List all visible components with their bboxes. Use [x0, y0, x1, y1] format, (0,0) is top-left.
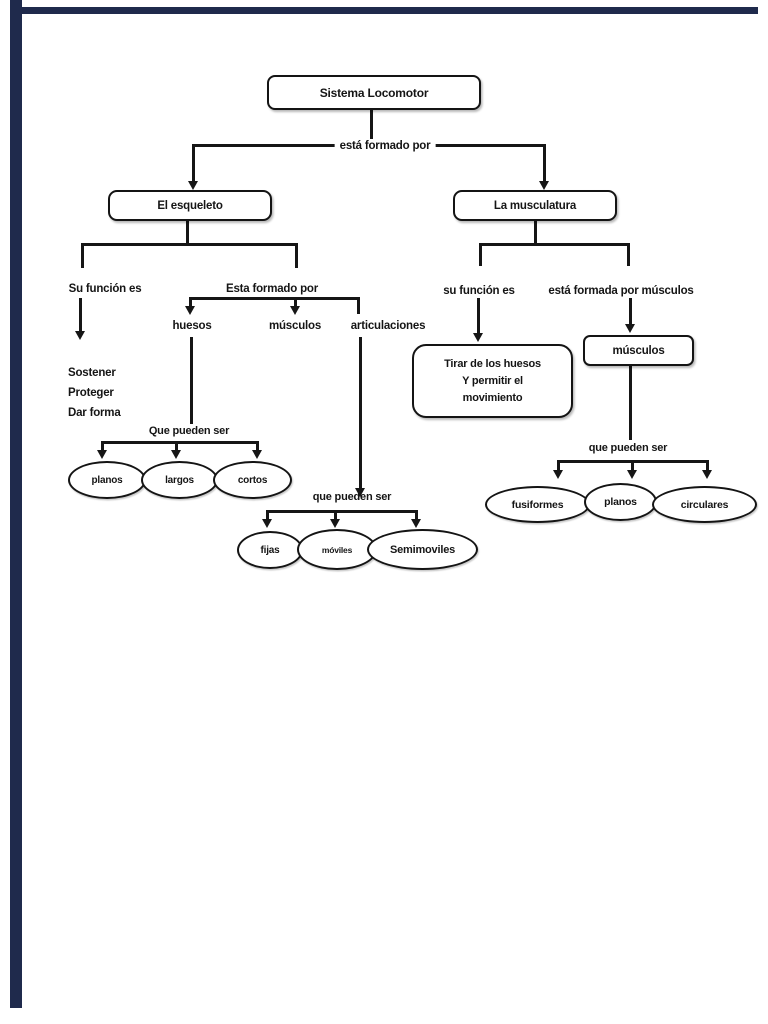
ellipse-bone-type-planos: planos [68, 461, 146, 499]
ellipse-joint-type-fijas: fijas [237, 531, 303, 569]
function-line: Y permitir el [462, 374, 523, 387]
arrow-down-icon [252, 450, 262, 459]
connector-line [359, 337, 362, 488]
connector-line [370, 105, 373, 145]
connector-line [629, 298, 632, 325]
connector-line [334, 510, 337, 520]
label-esta-formado-por: Esta formado por [225, 283, 319, 295]
ellipse-joint-type-moviles: móviles [297, 529, 377, 570]
arrow-down-icon [553, 470, 563, 479]
connector-line [266, 510, 418, 513]
connector-line [294, 297, 297, 307]
connector-line [629, 363, 632, 440]
arrow-down-icon [539, 181, 549, 190]
arrow-down-icon [290, 306, 300, 315]
label-function-proteger: Proteger [68, 387, 114, 399]
connector-line [627, 243, 630, 266]
label-su-funcion-es-right: su función es [443, 285, 515, 297]
connector-line [543, 144, 546, 182]
label-function-dar-forma: Dar forma [68, 407, 121, 419]
connector-line [190, 337, 193, 426]
connector-line [479, 243, 482, 266]
connector-line [631, 460, 634, 471]
arrow-down-icon [75, 331, 85, 340]
connector-line [175, 441, 178, 451]
connector-line [256, 441, 259, 451]
connector-line [192, 144, 195, 182]
label-articulaciones: articulaciones [350, 320, 426, 332]
arrow-down-icon [702, 470, 712, 479]
ellipse-muscle-type-fusiformes: fusiformes [485, 486, 590, 523]
connector-line [479, 243, 630, 246]
label-function-sostener: Sostener [68, 367, 116, 379]
arrow-down-icon [188, 181, 198, 190]
connector-line [189, 297, 192, 307]
connector-label-que-pueden-ser-muscles: que pueden ser [588, 442, 668, 454]
node-funcion-musculatura: Tirar de los huesos Y permitir el movimi… [412, 344, 573, 418]
label-su-funcion-es-left: Su función es [68, 283, 142, 295]
ellipse-bone-type-cortos: cortos [213, 461, 292, 499]
arrow-down-icon [330, 519, 340, 528]
arrow-down-icon [473, 333, 483, 342]
connector-line [101, 441, 259, 444]
arrow-down-icon [625, 324, 635, 333]
connector-line [706, 460, 709, 471]
connector-line [186, 217, 189, 244]
arrow-down-icon [185, 306, 195, 315]
connector-line [357, 297, 360, 314]
arrow-down-icon [627, 470, 637, 479]
connector-line [81, 243, 298, 246]
ellipse-muscle-type-planos: planos [584, 483, 657, 521]
root-node-sistema-locomotor: Sistema Locomotor [267, 75, 481, 110]
function-line: Tirar de los huesos [444, 357, 541, 370]
label-esta-formada-por-musculos: está formada por músculos [548, 285, 694, 297]
connector-line [81, 243, 84, 268]
node-musculos: músculos [583, 335, 694, 366]
label-huesos: huesos [172, 320, 212, 332]
label-musculos: músculos [268, 320, 322, 332]
page-edge-left [10, 0, 22, 1008]
node-el-esqueleto: El esqueleto [108, 190, 272, 221]
connector-line [557, 460, 560, 471]
connector-line [189, 297, 360, 300]
node-la-musculatura: La musculatura [453, 190, 617, 221]
arrow-down-icon [171, 450, 181, 459]
arrow-down-icon [411, 519, 421, 528]
connector-line [477, 298, 480, 334]
ellipse-joint-type-semimoviles: Semimoviles [367, 529, 478, 570]
arrow-down-icon [262, 519, 272, 528]
connector-line [415, 510, 418, 520]
connector-line [79, 298, 82, 332]
ellipse-bone-type-largos: largos [141, 461, 218, 499]
function-line: movimiento [462, 391, 523, 404]
arrow-down-icon [355, 488, 365, 497]
page-edge-top [10, 7, 758, 14]
connector-label-que-pueden-ser-bones: Que pueden ser [143, 424, 235, 438]
connector-label-que-pueden-ser-joints: que pueden ser [312, 491, 392, 503]
connector-label-esta-formado-por: está formado por [334, 139, 436, 153]
arrow-down-icon [97, 450, 107, 459]
connector-line [295, 243, 298, 268]
connector-line [534, 217, 537, 244]
connector-line [266, 510, 269, 520]
connector-line [101, 441, 104, 451]
ellipse-muscle-type-circulares: circulares [652, 486, 757, 523]
